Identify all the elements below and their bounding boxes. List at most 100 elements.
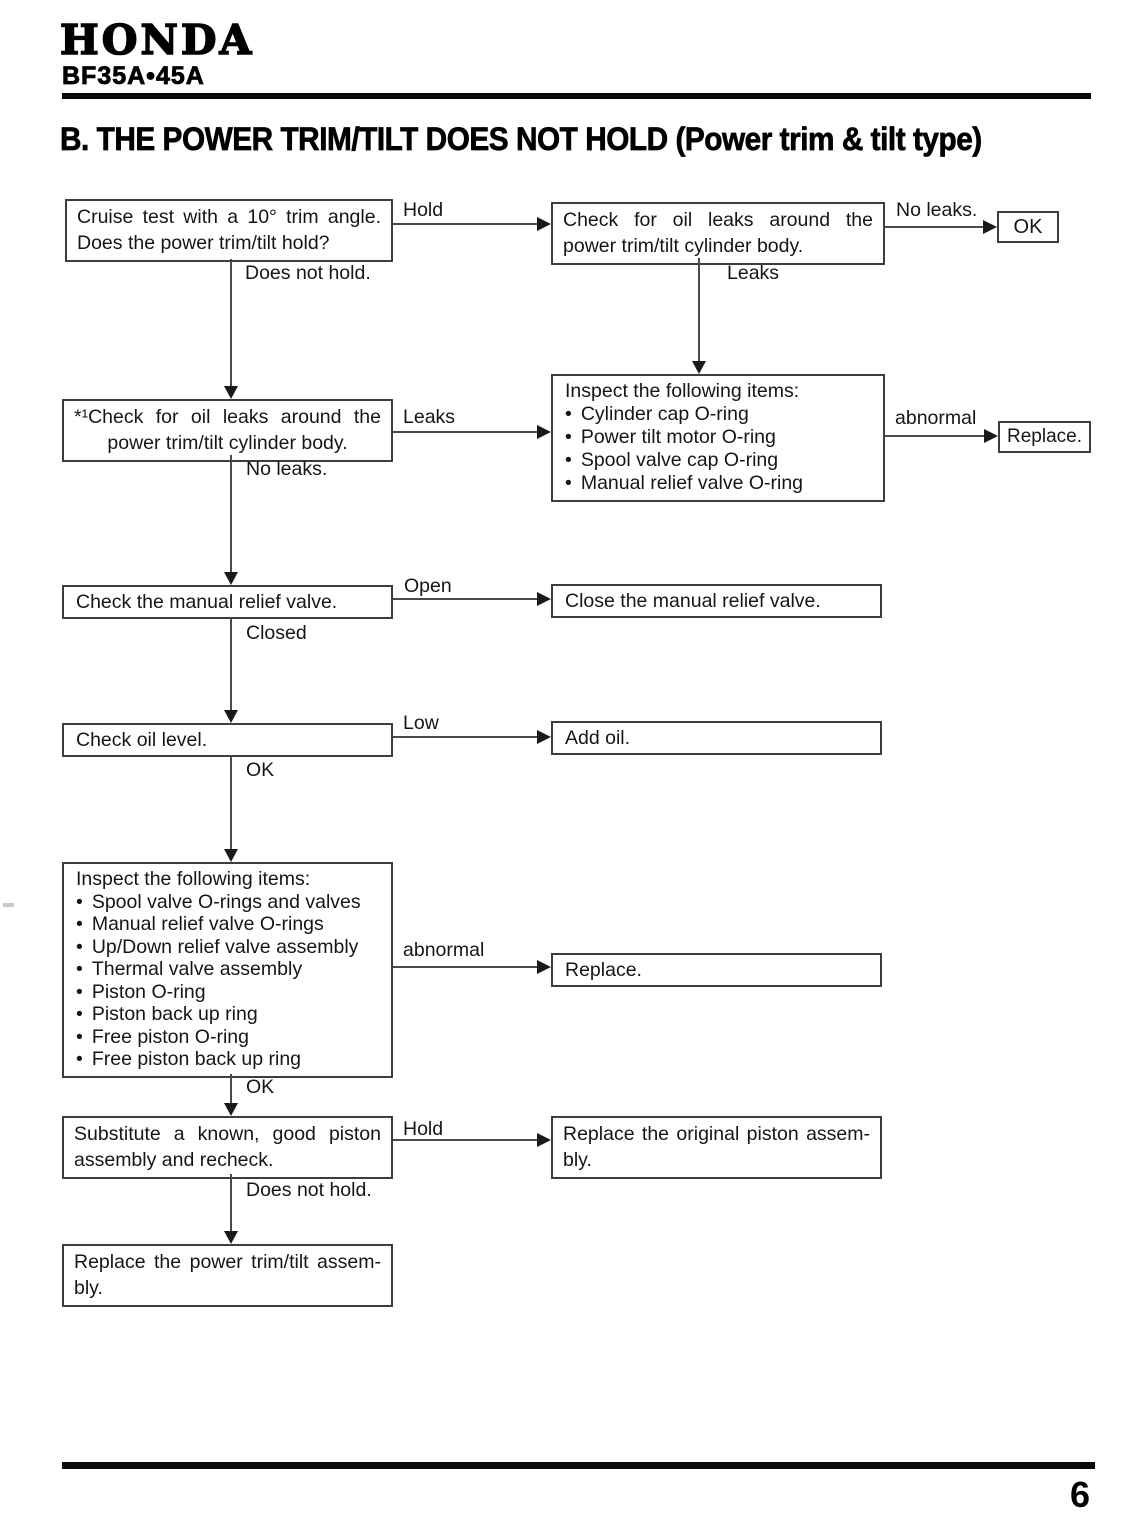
bullet-item: Piston back up ring [76,1003,379,1026]
bullet-item: Free piston O-ring [76,1026,379,1049]
arrow-line-hold-1 [393,223,537,225]
bullet-item: Spool valve cap O-ring [565,449,871,472]
arrowhead-down-icon [224,386,238,399]
arrow-line-ok-2 [230,1074,232,1104]
arrowhead-right-icon [537,1133,551,1147]
arrowhead-down-icon [224,572,238,585]
arrow-line-no-leaks-2 [230,455,232,573]
section-title: B. THE POWER TRIM/TILT DOES NOT HOLD (Po… [60,121,983,158]
box-text-line: OK [1013,216,1043,238]
flow-label-no-leaks-2: No leaks. [246,458,328,480]
box-title: Inspect the following items: [565,380,800,402]
arrowhead-down-icon [224,710,238,723]
arrow-line-leaks-1 [698,258,700,362]
flow-box-replace-2: Replace. [551,953,882,987]
box-text-line: Replace the original piston assem- [563,1123,870,1145]
flow-box-substitute-piston: Substitute a known, good piston assembly… [62,1116,393,1179]
model-number: BF35A•45A [62,62,205,91]
flow-box-add-oil: Add oil. [551,721,882,755]
flow-box-check-oil-level: Check oil level. [62,723,393,757]
arrowhead-right-icon [984,429,998,443]
flow-box-check-oil-leaks-1: Check for oil leaks around the power tri… [551,202,885,265]
box-text-line: Replace. [1007,426,1082,447]
arrowhead-right-icon [537,592,551,606]
scan-artifact-dash [3,903,14,907]
box-text-line: Close the manual relief valve. [565,590,821,612]
honda-logo: HONDA [59,15,255,65]
flow-label-abnormal-2: abnormal [403,939,485,961]
flow-box-replace-trim-tilt-assembly: Replace the power trim/tilt assem- bly. [62,1244,393,1307]
arrow-line-does-not-hold-2 [230,1174,232,1232]
arrowhead-down-icon [224,849,238,862]
arrowhead-down-icon [224,1103,238,1116]
bullet-item: Spool valve O-rings and valves [76,891,379,914]
arrow-line-abnormal-1 [885,435,985,437]
flow-label-abnormal-1: abnormal [895,407,977,429]
arrow-line-hold-2 [393,1139,537,1141]
flow-label-hold-1: Hold [403,199,444,221]
bullet-item: Power tilt motor O-ring [565,426,871,449]
bullet-item: Piston O-ring [76,981,379,1004]
box-text-line: bly. [563,1149,592,1171]
box-text-line: Substitute a known, good piston [74,1123,381,1145]
flow-label-does-not-hold-2: Does not hold. [246,1179,372,1201]
flow-label-leaks-2: Leaks [403,406,456,428]
flow-label-ok-1: OK [246,759,275,781]
arrow-line-low [393,736,537,738]
arrow-line-closed [230,617,232,711]
flow-label-closed: Closed [246,622,307,644]
box-text-line: Check for oil leaks around the [563,209,873,231]
arrow-line-does-not-hold-1 [230,259,232,387]
flow-label-leaks-1: Leaks [727,262,780,284]
bullet-item: Thermal valve assembly [76,958,379,981]
box-text-line: Cruise test with a 10° trim angle. [77,206,381,228]
box-text-line: Does the power trim/tilt hold? [77,232,330,254]
box-title: Inspect the following items: [76,868,311,890]
arrowhead-right-icon [537,425,551,439]
footer-divider [62,1462,1095,1469]
flow-box-replace-original-piston: Replace the original piston assem- bly. [551,1116,882,1179]
flow-label-low: Low [403,712,439,734]
arrowhead-down-icon [692,361,706,374]
box-text-line: Check oil level. [76,729,208,751]
flow-label-hold-2: Hold [403,1118,444,1140]
bullet-item: Manual relief valve O-ring [565,472,871,495]
flow-box-check-oil-leaks-2: *¹Check for oil leaks around the power t… [62,399,393,462]
flow-label-open: Open [404,575,452,597]
arrow-line-leaks-2 [393,431,537,433]
bullet-item: Cylinder cap O-ring [565,403,871,426]
arrow-line-abnormal-2 [393,966,537,968]
header-divider [62,93,1091,99]
box-text-line: power trim/tilt cylinder body. [107,432,348,454]
arrowhead-right-icon [983,220,997,234]
flow-label-no-leaks-1: No leaks. [896,199,978,221]
box-text-line: Replace. [565,959,642,981]
bullet-item: Up/Down relief valve assembly [76,936,379,959]
box-text-line: Check the manual relief valve. [76,591,338,613]
flow-box-check-manual-relief-valve: Check the manual relief valve. [62,585,393,619]
flow-label-does-not-hold-1: Does not hold. [245,262,371,284]
box-text-line: Replace the power trim/tilt assem- [74,1251,381,1273]
flow-box-cruise-test: Cruise test with a 10° trim angle. Does … [65,199,393,262]
box-text-line: Add oil. [565,727,631,749]
arrowhead-right-icon [537,960,551,974]
box-text-line: *¹Check for oil leaks around the [74,406,381,428]
arrow-line-open [393,598,537,600]
flow-box-inspect-items-2: Inspect the following items: Spool valve… [62,862,393,1078]
box-text-line: assembly and recheck. [74,1149,274,1171]
bullet-item: Manual relief valve O-rings [76,913,379,936]
arrowhead-right-icon [537,217,551,231]
arrow-line-ok-1 [230,755,232,850]
flow-box-inspect-items-1: Inspect the following items: Cylinder ca… [551,374,885,502]
flow-box-close-manual-relief-valve: Close the manual relief valve. [551,584,882,618]
flow-label-ok-2: OK [246,1076,275,1098]
arrowhead-down-icon [224,1231,238,1244]
arrowhead-right-icon [537,730,551,744]
flow-box-replace-1: Replace. [998,421,1091,453]
box-text-line: power trim/tilt cylinder body. [563,235,804,257]
box-text-line: bly. [74,1277,103,1299]
page-number: 6 [1070,1474,1091,1515]
flow-box-ok: OK [997,211,1059,243]
bullet-item: Free piston back up ring [76,1048,379,1071]
